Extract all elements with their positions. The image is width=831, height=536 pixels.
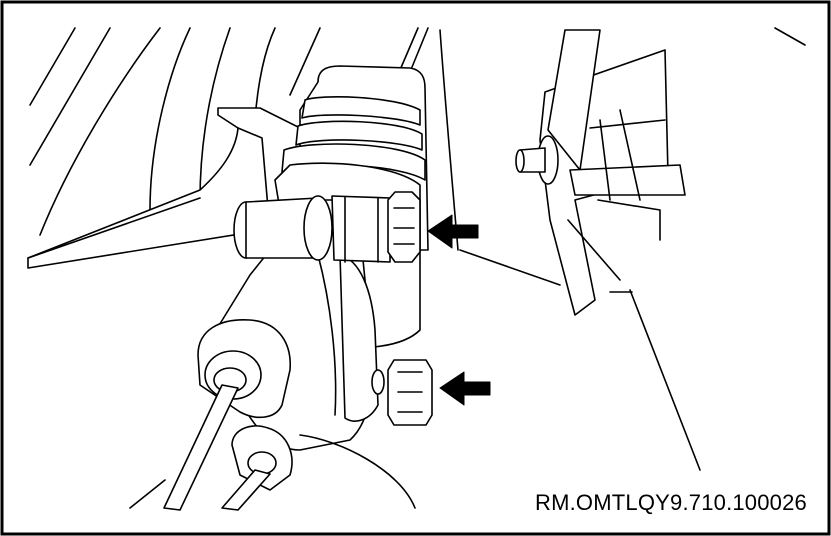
- body-bracket: [27, 107, 301, 269]
- arrow-lower-bolt: [439, 371, 491, 406]
- upper-pivot-pin: [233, 195, 391, 263]
- background-body-panel: [29, 27, 806, 471]
- arrow-upper-bolt: [427, 214, 479, 249]
- stabilizer-rods: [129, 384, 416, 511]
- brake-dust-shield: [515, 29, 686, 316]
- reference-code: RM.OMTLQY9.710.100026: [534, 490, 807, 515]
- upper-bolt: [387, 191, 421, 263]
- lower-bolt: [387, 359, 433, 426]
